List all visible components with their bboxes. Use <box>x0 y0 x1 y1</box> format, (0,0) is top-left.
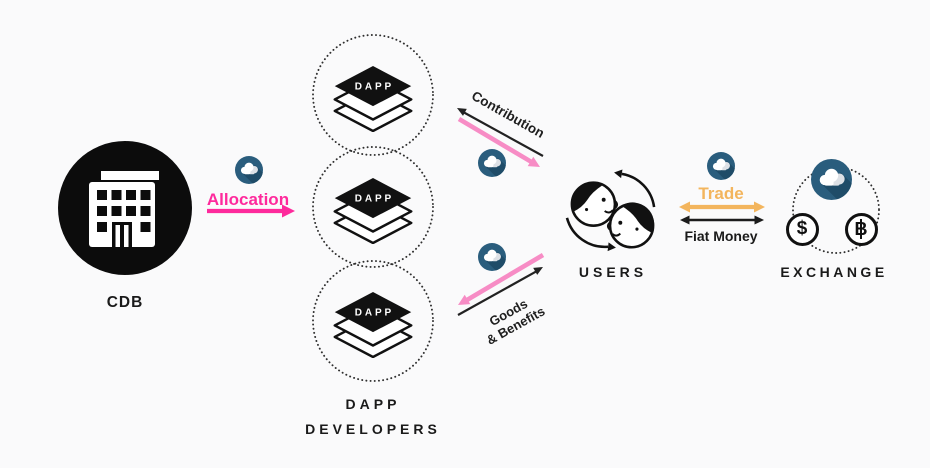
svg-text:DAPP: DAPP <box>355 307 394 318</box>
bitcoin-coin-icon: B <box>844 212 878 246</box>
dapp-circle-1 <box>312 34 434 156</box>
cdb-node <box>58 141 192 275</box>
bitcoin-stroke <box>860 219 862 239</box>
dapp-icon-1: DAPP <box>333 66 413 132</box>
trade-label: Trade <box>698 184 744 203</box>
token-coin-icon <box>235 156 263 184</box>
exchange-label: EXCHANGE <box>780 264 888 280</box>
allocation-arrow <box>207 204 295 218</box>
svg-text:DAPP: DAPP <box>355 81 394 92</box>
users-icon <box>565 169 656 252</box>
dapp-icon-2: DAPP <box>333 178 413 244</box>
goods-benefits-arrows <box>457 253 545 316</box>
token-coin-icon <box>478 243 506 271</box>
contribution-arrows <box>457 108 544 167</box>
token-coin-icon <box>811 159 852 200</box>
allocation-label: Allocation <box>206 190 290 209</box>
dapp-developers-label-line2: DEVELOPERS <box>305 421 441 437</box>
dollar-coin-icon: $ <box>785 212 819 246</box>
dapp-circle-3 <box>312 260 434 382</box>
cdb-label: CDB <box>106 294 144 311</box>
svg-text:DAPP: DAPP <box>355 193 394 204</box>
dapp-icon-3: DAPP <box>333 292 413 358</box>
dapp-developers-label-line1: DAPP <box>345 396 401 412</box>
building-icon <box>89 171 159 247</box>
dapp-circle-2 <box>312 146 434 268</box>
token-coin-icon <box>707 152 735 180</box>
token-coin-icon <box>478 149 506 177</box>
fiat-money-label: Fiat Money <box>684 228 758 244</box>
trade-arrows <box>679 201 765 225</box>
users-label: USERS <box>578 264 648 280</box>
